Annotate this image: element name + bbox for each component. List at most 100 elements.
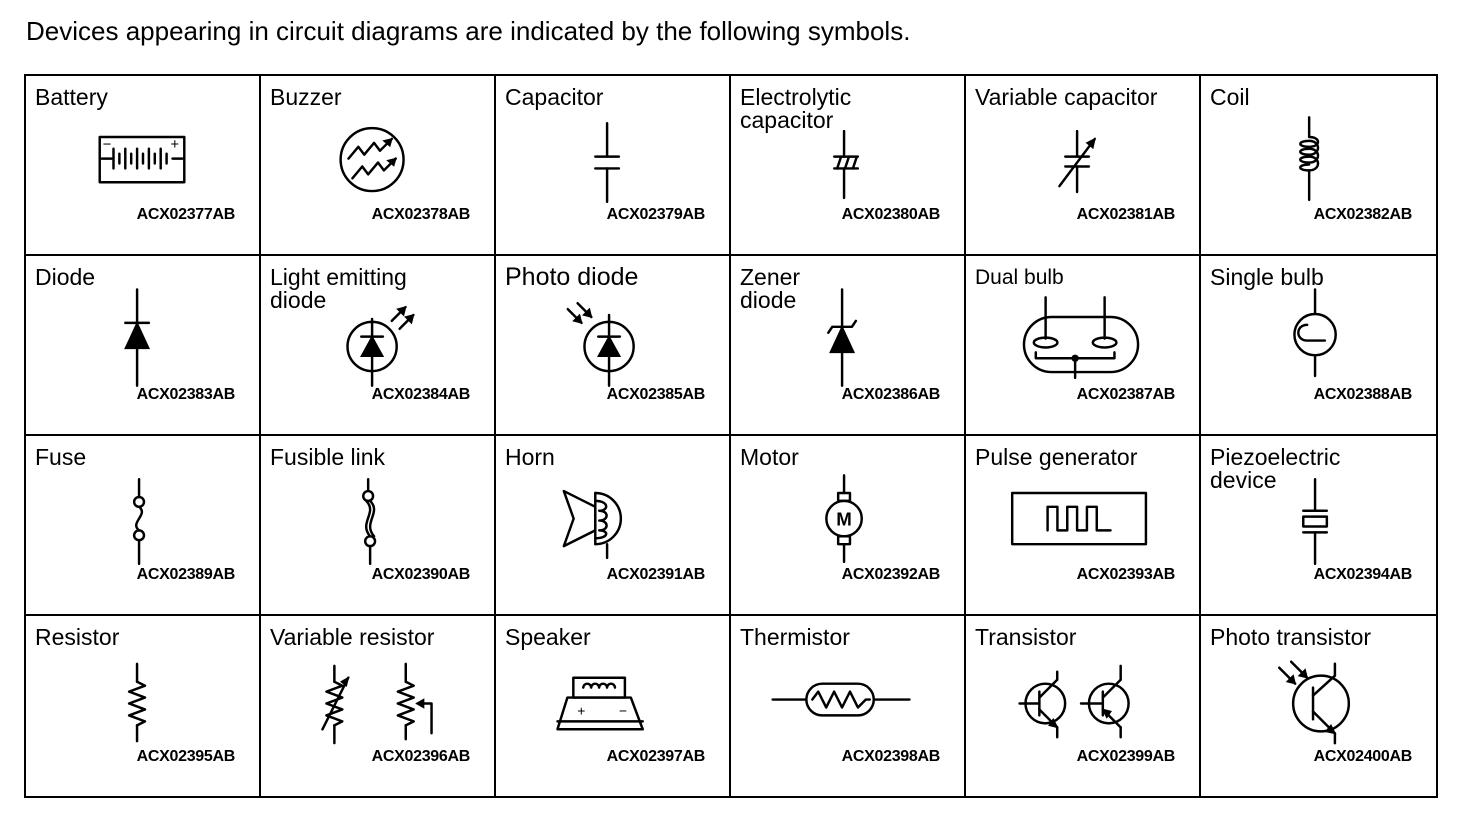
cell-motor: Motor M ACX02392AB — [731, 436, 966, 616]
fuse-icon — [132, 478, 146, 566]
variable-capacitor-icon — [1058, 129, 1097, 194]
cell-zener-diode: Zener diode ACX02386AB — [731, 256, 966, 436]
cell-horn: Horn ACX02391AB — [496, 436, 731, 616]
buzzer-icon — [339, 126, 405, 193]
cell-electrolytic-capacitor: Electrolytic capacitor ACX02380AB — [731, 76, 966, 256]
symbol-code: ACX02384AB — [371, 386, 471, 403]
electrolytic-capacitor-icon — [832, 129, 860, 200]
battery-icon: − + — [98, 135, 186, 184]
symbol-table: Battery − + ACX02377AB Buzzer ACX0 — [24, 74, 1438, 798]
device-name: Capacitor — [505, 84, 604, 110]
symbol-code: ACX02380AB — [841, 206, 941, 223]
device-name: Photo transistor — [1210, 624, 1372, 650]
device-name: Pulse generator — [975, 444, 1138, 470]
speaker-plus-sign: + — [577, 702, 585, 718]
cell-coil: Coil ACX02382AB — [1201, 76, 1436, 256]
symbol-code: ACX02378AB — [371, 206, 471, 223]
device-name: Speaker — [505, 624, 591, 650]
cell-photo-transistor: Photo transistor ACX02400AB — [1201, 616, 1436, 796]
device-name: Motor — [740, 444, 799, 470]
cell-light-emitting-diode: Light emitting diode ACX02384AB — [261, 256, 496, 436]
device-name: Dual bulb — [975, 266, 1064, 289]
fusible-link-icon — [362, 478, 377, 566]
thermistor-icon — [771, 682, 911, 717]
device-name: Single bulb — [1210, 264, 1324, 290]
cell-single-bulb: Single bulb ACX02388AB — [1201, 256, 1436, 436]
symbol-code: ACX02390AB — [371, 566, 471, 583]
symbol-code: ACX02396AB — [371, 748, 471, 765]
photo-diode-icon — [566, 301, 635, 388]
single-bulb-icon — [1293, 288, 1337, 378]
resistor-icon — [127, 662, 147, 743]
symbol-code: ACX02389AB — [136, 566, 236, 583]
symbol-code: ACX02393AB — [1076, 566, 1176, 583]
horn-icon — [562, 489, 623, 560]
cell-piezoelectric-device: Piezoelectric device ACX02394AB — [1201, 436, 1436, 616]
pulse-generator-icon — [1010, 491, 1148, 546]
intro-text: Devices appearing in circuit diagrams ar… — [26, 16, 911, 46]
cell-photo-diode: Photo diode ACX02385AB — [496, 256, 731, 436]
symbol-code: ACX02400AB — [1313, 748, 1413, 765]
zener-diode-icon — [827, 288, 858, 388]
symbol-code: ACX02397AB — [606, 748, 706, 765]
device-name: Horn — [505, 444, 555, 470]
speaker-icon: + − — [556, 676, 644, 731]
device-name: Piezoelectric device — [1210, 444, 1341, 493]
variable-resistor-icon — [321, 662, 433, 745]
motor-letter: M — [836, 508, 852, 529]
cell-fuse: Fuse ACX02389AB — [26, 436, 261, 616]
device-name: Coil — [1210, 84, 1250, 110]
cell-transistor: Transistor ACX02399AB — [966, 616, 1201, 796]
device-name: Fuse — [35, 444, 87, 470]
symbol-code: ACX02377AB — [136, 206, 236, 223]
symbol-code: ACX02385AB — [606, 386, 706, 403]
device-name: Fusible link — [270, 444, 386, 470]
symbol-code: ACX02387AB — [1076, 386, 1176, 403]
piezoelectric-device-icon — [1302, 478, 1329, 566]
dual-bulb-icon — [1022, 296, 1140, 380]
cell-variable-capacitor: Variable capacitor ACX02381AB — [966, 76, 1201, 256]
motor-icon: M — [825, 474, 863, 564]
cell-buzzer: Buzzer ACX02378AB — [261, 76, 496, 256]
symbol-code: ACX02392AB — [841, 566, 941, 583]
device-name: Light emitting diode — [270, 264, 407, 313]
device-name: Variable resistor — [270, 624, 435, 650]
cell-thermistor: Thermistor ACX02398AB — [731, 616, 966, 796]
cell-resistor: Resistor ACX02395AB — [26, 616, 261, 796]
battery-plus-sign: + — [171, 137, 180, 153]
device-name: Zener diode — [740, 264, 801, 313]
symbol-code: ACX02381AB — [1076, 206, 1176, 223]
coil-icon — [1299, 116, 1320, 202]
device-name: Electrolytic capacitor — [740, 84, 852, 133]
symbol-code: ACX02382AB — [1313, 206, 1413, 223]
device-name: Photo diode — [505, 263, 639, 291]
symbol-code: ACX02398AB — [841, 748, 941, 765]
symbol-code: ACX02383AB — [136, 386, 236, 403]
capacitor-icon — [594, 121, 621, 204]
device-name: Diode — [35, 264, 96, 290]
diode-icon — [124, 288, 151, 388]
device-name: Thermistor — [740, 624, 850, 650]
device-name: Variable capacitor — [975, 84, 1158, 110]
symbol-code: ACX02379AB — [606, 206, 706, 223]
cell-battery: Battery − + ACX02377AB — [26, 76, 261, 256]
cell-pulse-generator: Pulse generator ACX02393AB — [966, 436, 1201, 616]
cell-speaker: Speaker + − ACX02397AB — [496, 616, 731, 796]
symbol-code: ACX02388AB — [1313, 386, 1413, 403]
device-name: Battery — [35, 84, 108, 110]
device-name: Buzzer — [270, 84, 342, 110]
cell-variable-resistor: Variable resistor ACX02396AB — [261, 616, 496, 796]
symbol-code: ACX02394AB — [1313, 566, 1413, 583]
symbol-code: ACX02399AB — [1076, 748, 1176, 765]
photo-transistor-icon — [1277, 660, 1351, 745]
cell-fusible-link: Fusible link ACX02390AB — [261, 436, 496, 616]
cell-dual-bulb: Dual bulb ACX02387AB — [966, 256, 1201, 436]
cell-capacitor: Capacitor ACX02379AB — [496, 76, 731, 256]
symbol-code: ACX02386AB — [841, 386, 941, 403]
transistor-icon — [1018, 664, 1130, 739]
cell-diode: Diode ACX02383AB — [26, 256, 261, 436]
speaker-minus-sign: − — [619, 702, 627, 718]
battery-minus-sign: − — [103, 137, 112, 153]
led-icon — [346, 305, 415, 388]
device-name: Transistor — [975, 624, 1077, 650]
